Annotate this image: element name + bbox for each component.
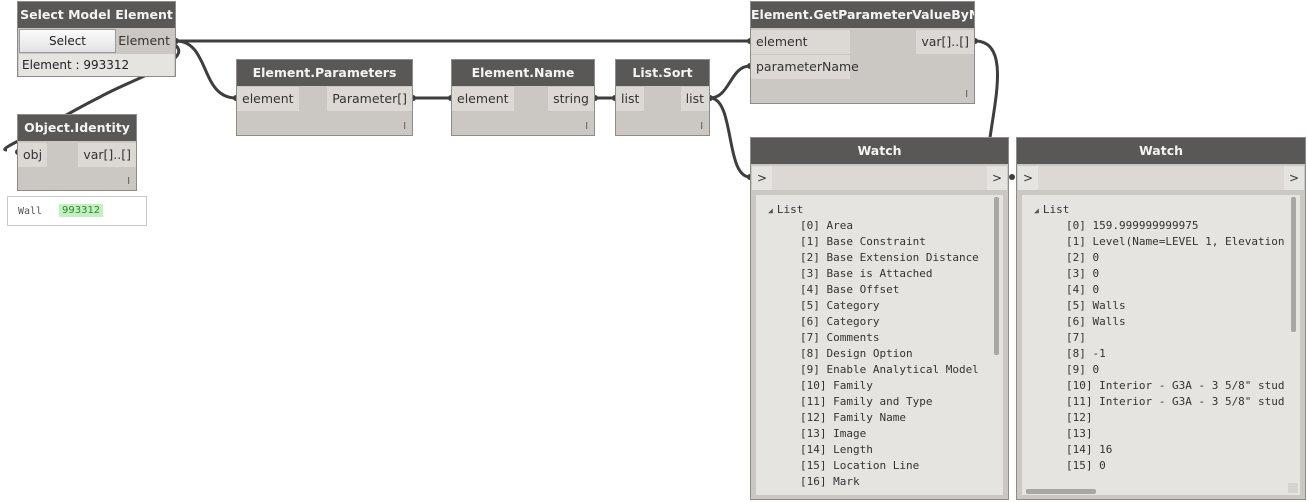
output-port-list[interactable]: list — [680, 87, 709, 111]
list-item[interactable]: [15] 0 — [1066, 459, 1106, 472]
input-port-list[interactable]: list — [616, 87, 645, 111]
node-title: Element.GetParameterValueByName — [751, 2, 974, 28]
input-port-element[interactable]: element — [237, 87, 299, 111]
list-item[interactable]: [10] Family — [800, 379, 873, 392]
vertical-scrollbar[interactable] — [994, 197, 999, 355]
list-item[interactable]: [8] -1 — [1066, 347, 1106, 360]
node-title: Object.Identity — [18, 115, 136, 141]
list-item[interactable]: [0] Area — [800, 219, 853, 232]
list-item[interactable]: [4] Base Offset — [800, 283, 900, 296]
list-item[interactable]: [5] Category — [800, 299, 880, 312]
select-model-element-node[interactable]: Select Model Element Select Element Elem… — [17, 1, 176, 77]
list-item[interactable]: [5] Walls — [1066, 299, 1126, 312]
lacing-indicator[interactable]: l — [585, 122, 588, 132]
output-port-var[interactable]: var[]..[] — [916, 30, 974, 54]
list-item[interactable]: [3] Base is Attached — [800, 267, 933, 280]
list-item[interactable]: [13] Image — [800, 427, 867, 440]
list-item[interactable]: [8] Design Option — [800, 347, 913, 360]
output-port[interactable]: > — [1283, 166, 1304, 190]
preview-value-badge: 993312 — [59, 204, 104, 217]
node-title: Watch — [751, 138, 1008, 164]
list-item[interactable]: [11] Interior - G3A - 3 5/8" stud — [1066, 395, 1285, 408]
lacing-indicator[interactable]: l — [403, 122, 406, 132]
list-sort-node[interactable]: List.Sort list list l — [615, 59, 710, 136]
output-port-parameters[interactable]: Parameter[] — [327, 87, 412, 111]
select-button[interactable]: Select — [19, 29, 116, 53]
output-port-string[interactable]: string — [548, 87, 594, 111]
watch-list-view[interactable]: ◢List [0] 159.999999999975 [1] Level(Name… — [1022, 195, 1300, 495]
watch-list-view[interactable]: ◢List [0] Area [1] Base Constraint [2] Bas… — [756, 195, 1003, 495]
list-item[interactable]: [9] Enable Analytical Model — [800, 363, 979, 376]
list-item[interactable]: [11] Family and Type — [800, 395, 933, 408]
object-identity-preview: Wall 993312 — [7, 196, 147, 226]
collapse-triangle-icon[interactable]: ◢ — [768, 206, 773, 215]
input-port[interactable]: > — [1018, 166, 1039, 190]
list-item[interactable]: [1] Base Constraint — [800, 235, 926, 248]
list-item[interactable]: [2] Base Extension Distance — [800, 251, 979, 264]
lacing-indicator[interactable]: l — [700, 122, 703, 132]
list-item[interactable]: [6] Walls — [1066, 315, 1126, 328]
list-root[interactable]: ◢List — [768, 203, 803, 216]
wire-select-to-parameters — [175, 39, 237, 100]
wire-sort-to-parametername — [709, 64, 751, 100]
lacing-indicator[interactable]: l — [965, 90, 968, 100]
list-item[interactable]: [7] Comments — [800, 331, 880, 344]
list-item[interactable]: [7] — [1066, 331, 1086, 344]
input-port-parameter-name[interactable]: parameterName — [751, 55, 859, 79]
list-item[interactable]: [0] 159.999999999975 — [1066, 219, 1199, 232]
vertical-scrollbar[interactable] — [1291, 197, 1296, 332]
node-title: Select Model Element — [18, 2, 175, 28]
list-item[interactable]: [15] Location Line — [800, 459, 920, 472]
list-item[interactable]: [2] 0 — [1066, 251, 1100, 264]
list-item[interactable]: [12] Family Name — [800, 411, 906, 424]
node-title: Element.Name — [452, 60, 594, 86]
watch-node-names[interactable]: Watch > > ◢List [0] Area [1] Base Constra… — [750, 137, 1009, 500]
list-item[interactable]: [4] 0 — [1066, 283, 1100, 296]
input-port[interactable]: > — [752, 166, 773, 190]
wire-sort-to-watch1 — [709, 96, 751, 179]
element-name-node[interactable]: Element.Name element string l — [451, 59, 595, 136]
wire-getparam-to-watch2 — [974, 39, 999, 139]
list-item[interactable]: [1] Level(Name=LEVEL 1, Elevation — [1066, 235, 1285, 248]
list-root-label: List — [776, 203, 804, 216]
lacing-indicator[interactable]: l — [127, 177, 130, 187]
list-root[interactable]: ◢List — [1034, 203, 1069, 216]
list-item[interactable]: [14] 16 — [1066, 443, 1113, 456]
list-item[interactable]: [12] — [1066, 411, 1093, 424]
resize-grip-icon[interactable] — [1288, 483, 1298, 493]
get-parameter-value-by-name-node[interactable]: Element.GetParameterValueByName element … — [750, 1, 975, 104]
list-item[interactable]: [6] Category — [800, 315, 880, 328]
node-title: Watch — [1017, 138, 1305, 164]
output-port-element[interactable]: Element — [118, 33, 170, 48]
horizontal-scrollbar[interactable] — [1026, 489, 1096, 494]
list-root-label: List — [1042, 203, 1070, 216]
watch-port-bar: > > — [752, 166, 1007, 190]
list-item[interactable]: [9] 0 — [1066, 363, 1100, 376]
node-title: Element.Parameters — [237, 60, 412, 86]
list-item[interactable]: [14] Length — [800, 443, 873, 456]
list-item[interactable]: [10] Interior - G3A - 3 5/8" stud — [1066, 379, 1285, 392]
input-port-obj[interactable]: obj — [18, 143, 48, 167]
node-title: List.Sort — [616, 60, 709, 86]
output-port-var[interactable]: var[]..[] — [78, 143, 136, 167]
output-port[interactable]: > — [986, 166, 1007, 190]
list-item[interactable]: [16] Mark — [800, 475, 860, 488]
input-port-element[interactable]: element — [751, 30, 850, 54]
element-parameters-node[interactable]: Element.Parameters element Parameter[] l — [236, 59, 413, 136]
object-identity-node[interactable]: Object.Identity obj var[]..[] l — [17, 114, 137, 191]
preview-type-label: Wall — [18, 206, 43, 217]
list-item[interactable]: [13] — [1066, 427, 1093, 440]
watch-node-values[interactable]: Watch > > ◢List [0] 159.999999999975 [1] … — [1016, 137, 1306, 500]
input-port-element[interactable]: element — [452, 87, 514, 111]
list-item[interactable]: [3] 0 — [1066, 267, 1100, 280]
selected-element-status: Element : 993312 — [19, 54, 174, 76]
collapse-triangle-icon[interactable]: ◢ — [1034, 206, 1039, 215]
watch-port-bar: > > — [1018, 166, 1304, 190]
